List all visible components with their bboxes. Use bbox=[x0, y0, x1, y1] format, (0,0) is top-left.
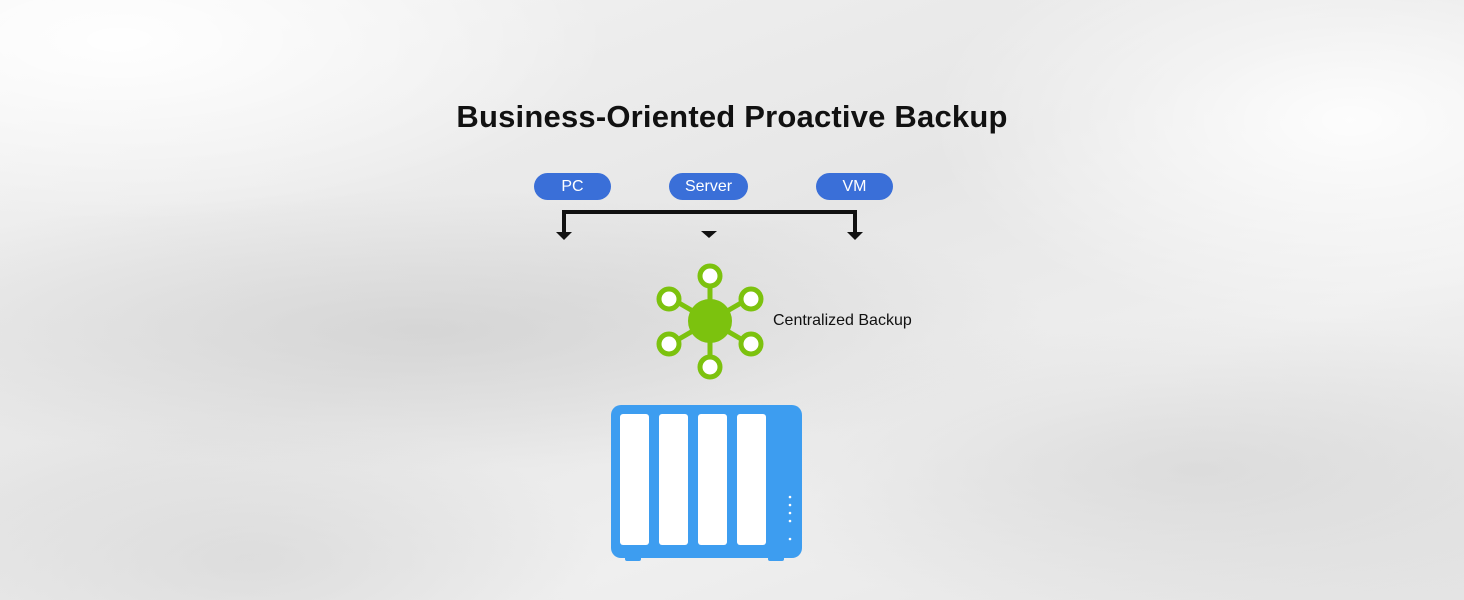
drive-bay-3 bbox=[698, 414, 727, 545]
source-pill-server: Server bbox=[669, 173, 748, 200]
connector-bracket-line bbox=[562, 210, 857, 234]
arrow-down-vm bbox=[847, 232, 863, 240]
source-connector bbox=[556, 210, 863, 240]
status-leds bbox=[788, 495, 792, 541]
arrow-down-server bbox=[701, 231, 717, 238]
hub-label: Centralized Backup bbox=[773, 312, 912, 329]
source-pill-vm: VM bbox=[816, 173, 893, 200]
drive-bay-4 bbox=[737, 414, 766, 545]
arrow-down-pc bbox=[556, 232, 572, 240]
drive-bay-2 bbox=[659, 414, 688, 545]
network-hub-icon bbox=[656, 263, 764, 380]
drive-bay-1 bbox=[620, 414, 649, 545]
source-pill-pc: PC bbox=[534, 173, 611, 200]
nas-device-icon bbox=[611, 405, 802, 561]
diagram-title: Business-Oriented Proactive Backup bbox=[456, 99, 1008, 134]
